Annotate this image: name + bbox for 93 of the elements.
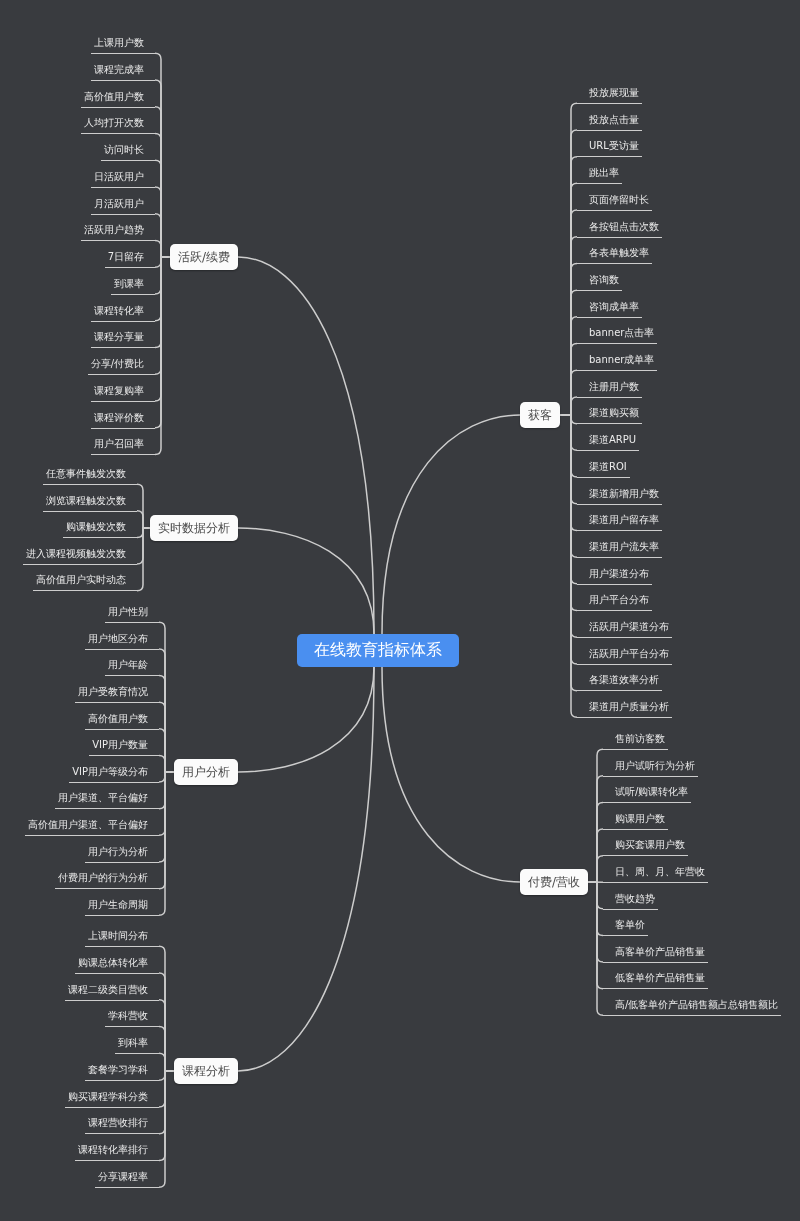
subtopic-label: 渠道新增用户数: [577, 484, 662, 505]
subtopic-label: 任意事件触发次数: [43, 465, 137, 485]
subtopic-label: 高客单价产品销售量: [603, 942, 708, 963]
subtopic-label: 投放展现量: [577, 84, 642, 104]
subtopic-label: 高价值用户数: [85, 709, 159, 730]
subtopic-label: 套餐学习学科: [85, 1060, 159, 1081]
subtopic-label: 渠道ARPU: [577, 431, 640, 452]
subtopic-label: 投放点击量: [577, 110, 642, 131]
subtopic-label: 进入课程视频触发次数: [23, 544, 137, 565]
topic-box: 获客: [520, 402, 560, 428]
subtopic-label: 页面停留时长: [577, 190, 652, 211]
subtopic-label: 试听/购课转化率: [603, 783, 692, 804]
subtopic-label: 渠道用户流失率: [577, 537, 662, 558]
subtopic-label: 营收趋势: [603, 889, 658, 910]
connector-line: [158, 1070, 175, 1188]
topic-box: 付费/营收: [520, 869, 589, 895]
subtopic-label: 活跃用户平台分布: [577, 644, 672, 665]
subtopic-label: 上课用户数: [91, 34, 155, 54]
subtopic-label: banner点击率: [577, 324, 658, 345]
subtopic-label: 渠道购买额: [577, 404, 642, 425]
subtopic-label: 用户地区分布: [85, 629, 159, 650]
subtopic-label: 人均打开次数: [81, 114, 155, 135]
topic-box: 活跃/续费: [169, 244, 238, 270]
connector-line: [587, 881, 604, 1016]
subtopic-label: 跳出率: [577, 164, 622, 185]
subtopic-label: URL受访量: [577, 137, 642, 158]
subtopic-label: 咨询数: [577, 270, 622, 291]
subtopic-label: 咨询成单率: [577, 297, 642, 318]
connector-line: [237, 527, 375, 635]
connector-line: [158, 771, 175, 917]
connector-line: [381, 414, 521, 635]
subtopic-label: 购买课程学科分类: [65, 1087, 159, 1108]
subtopic-label: 用户渠道分布: [577, 564, 652, 585]
subtopic-label: 用户召回率: [91, 435, 155, 456]
connector-line: [237, 666, 375, 1072]
subtopic-label: 用户生命周期: [85, 896, 159, 917]
subtopic-label: 到课率: [111, 274, 155, 295]
subtopic-label: 用户试听行为分析: [603, 756, 698, 777]
subtopic-label: VIP用户等级分布: [69, 762, 159, 783]
subtopic-label: 高/低客单价产品销售额占总销售额比: [603, 996, 782, 1016]
subtopic-label: 低客单价产品销售量: [603, 969, 708, 990]
subtopic-label: 渠道用户质量分析: [577, 698, 672, 719]
subtopic-label: 日、周、月、年营收: [603, 863, 708, 883]
subtopic-label: 客单价: [603, 916, 648, 937]
topic-box: 实时数据分析: [150, 515, 238, 541]
subtopic-label: VIP用户数量: [89, 736, 159, 757]
subtopic-label: 上课时间分布: [85, 927, 159, 947]
subtopic-label: 购课总体转化率: [75, 953, 159, 974]
subtopic-label: 月活跃用户: [91, 194, 155, 215]
subtopic-label: 用户渠道、平台偏好: [55, 789, 159, 810]
subtopic-label: 售前访客数: [603, 730, 668, 750]
subtopic-label: banner成单率: [577, 351, 658, 371]
subtopic-label: 课程二级类目营收: [65, 980, 159, 1001]
subtopic-label: 访问时长: [101, 141, 155, 161]
subtopic-label: 付费用户的行为分析: [55, 869, 159, 890]
subtopic-label: 渠道ROI: [577, 457, 630, 478]
subtopic-label: 用户平台分布: [577, 591, 652, 612]
subtopic-label: 课程转化率: [91, 301, 155, 322]
subtopic-label: 分享/付费比: [87, 355, 155, 375]
subtopic-label: 浏览课程触发次数: [43, 491, 137, 512]
subtopic-label: 课程营收排行: [85, 1114, 159, 1135]
subtopic-label: 用户行为分析: [85, 842, 159, 863]
topic-box: 课程分析: [174, 1058, 238, 1084]
subtopic-label: 各渠道效率分析: [577, 671, 662, 692]
subtopic-label: 活跃用户趋势: [81, 221, 155, 242]
subtopic-label: 7日留存: [104, 248, 155, 268]
subtopic-label: 到科率: [115, 1034, 159, 1055]
subtopic-label: 课程评价数: [91, 408, 155, 429]
connector-line: [381, 666, 521, 883]
subtopic-label: 高价值用户渠道、平台偏好: [25, 816, 159, 837]
subtopic-label: 用户年龄: [105, 656, 159, 677]
subtopic-label: 高价值用户数: [81, 87, 155, 108]
subtopic-label: 课程复购率: [91, 381, 155, 402]
subtopic-label: 学科营收: [105, 1007, 159, 1028]
subtopic-label: 课程转化率排行: [75, 1141, 159, 1162]
subtopic-label: 购课用户数: [603, 809, 668, 830]
subtopic-label: 购课触发次数: [63, 518, 137, 539]
subtopic-label: 日活跃用户: [91, 167, 155, 188]
subtopic-label: 注册用户数: [577, 377, 642, 398]
topic-box: 用户分析: [174, 759, 238, 785]
central-topic-box: 在线教育指标体系: [297, 634, 459, 667]
subtopic-label: 课程完成率: [91, 60, 155, 81]
subtopic-label: 高价值用户实时动态: [33, 571, 137, 592]
subtopic-label: 各按钮点击次数: [577, 217, 662, 238]
subtopic-label: 用户性别: [105, 603, 159, 623]
subtopic-label: 各表单触发率: [577, 244, 652, 265]
subtopic-label: 活跃用户渠道分布: [577, 618, 672, 638]
subtopic-label: 渠道用户留存率: [577, 511, 662, 532]
connector-line: [136, 527, 151, 592]
subtopic-label: 课程分享量: [91, 328, 155, 349]
subtopic-label: 分享课程率: [95, 1168, 159, 1188]
subtopic-label: 购买套课用户数: [603, 836, 688, 857]
subtopic-label: 用户受教育情况: [75, 682, 159, 703]
